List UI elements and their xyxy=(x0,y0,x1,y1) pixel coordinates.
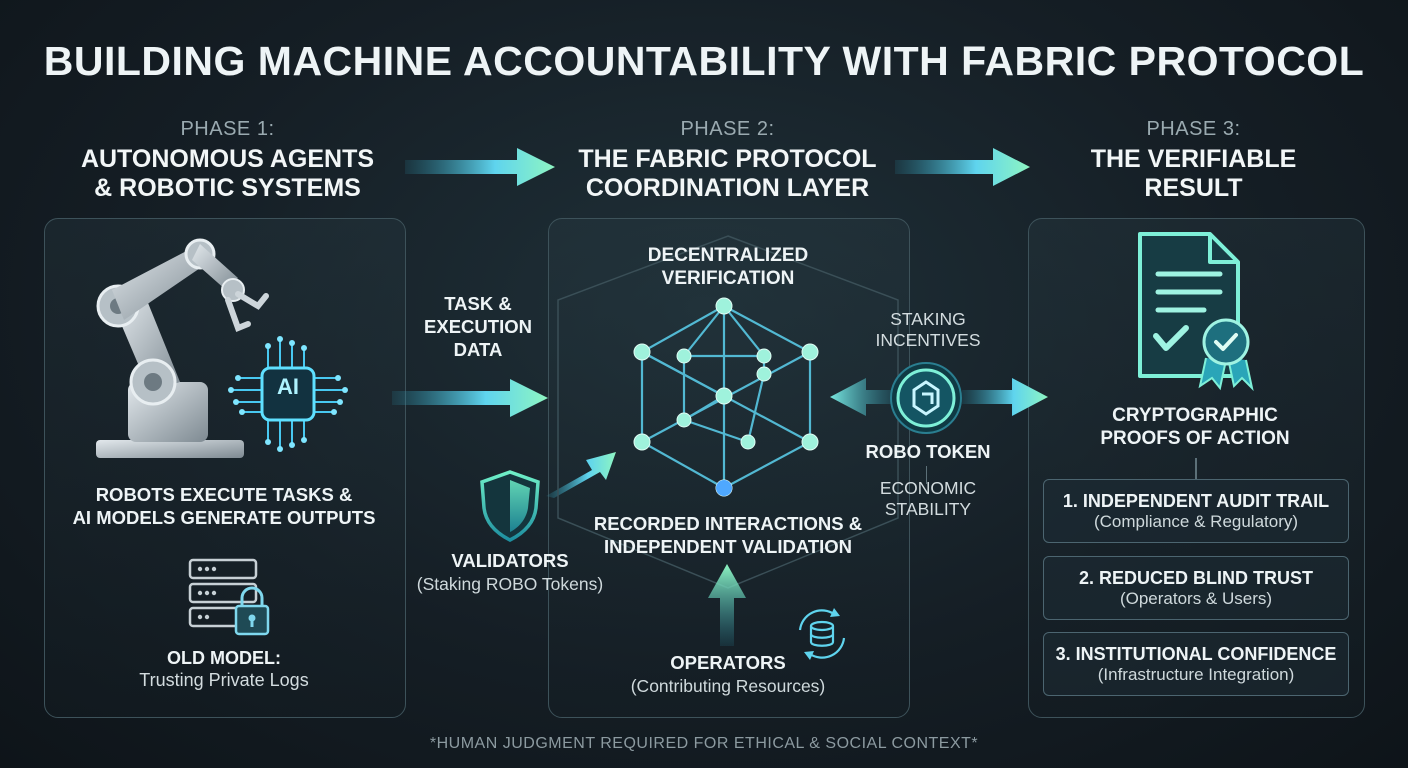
phase-1-title-line1: AUTONOMOUS AGENTS xyxy=(40,145,415,174)
page-title: BUILDING MACHINE ACCOUNTABILITY WITH FAB… xyxy=(0,38,1408,85)
old-model-text: Trusting Private Logs xyxy=(44,670,404,691)
proofs-connector-line xyxy=(1195,458,1197,480)
phase-1-header: PHASE 1: AUTONOMOUS AGENTS & ROBOTIC SYS… xyxy=(40,118,415,203)
task-data-line1: TASK & xyxy=(408,292,548,315)
verification-line1: DECENTRALIZED xyxy=(600,244,856,267)
server-lock-icon xyxy=(188,558,272,638)
economic-stability-label: ECONOMIC STABILITY xyxy=(858,478,998,520)
certificate-document-icon xyxy=(1134,230,1258,390)
recorded-interactions-label: RECORDED INTERACTIONS & INDEPENDENT VALI… xyxy=(580,512,876,558)
operators-block: OPERATORS (Contributing Resources) xyxy=(600,652,856,697)
phase-3-label: PHASE 3: xyxy=(1006,118,1381,141)
phase-1-caption-line2: AI MODELS GENERATE OUTPUTS xyxy=(44,506,404,529)
staking-line1: STAKING xyxy=(858,309,998,330)
recorded-line2: INDEPENDENT VALIDATION xyxy=(580,535,876,558)
phase-2-label: PHASE 2: xyxy=(540,118,915,141)
old-model-block: OLD MODEL: Trusting Private Logs xyxy=(44,648,404,691)
phase-2-header: PHASE 2: THE FABRIC PROTOCOL COORDINATIO… xyxy=(540,118,915,203)
task-data-line3: DATA xyxy=(408,338,548,361)
task-data-arrow xyxy=(392,376,552,420)
phase-1-caption-line1: ROBOTS EXECUTE TASKS & xyxy=(44,483,404,506)
header-arrow-2-3 xyxy=(895,145,1035,189)
network-hexagon-icon xyxy=(628,296,824,496)
cryptographic-proofs-label: CRYPTOGRAPHIC PROOFS OF ACTION xyxy=(1040,404,1350,450)
result-1-title: 1. INDEPENDENT AUDIT TRAIL xyxy=(1044,491,1348,512)
decentralized-verification-label: DECENTRALIZED VERIFICATION xyxy=(600,244,856,290)
result-card-blind-trust: 2. REDUCED BLIND TRUST (Operators & User… xyxy=(1043,556,1349,620)
staking-incentives-label: STAKING INCENTIVES xyxy=(858,309,998,351)
phase-1-title-line2: & ROBOTIC SYSTEMS xyxy=(40,174,415,203)
result-card-institutional-confidence: 3. INSTITUTIONAL CONFIDENCE (Infrastruct… xyxy=(1043,632,1349,696)
result-2-subtitle: (Operators & Users) xyxy=(1044,589,1348,609)
task-data-label: TASK & EXECUTION DATA xyxy=(408,292,548,361)
footnote: *HUMAN JUDGMENT REQUIRED FOR ETHICAL & S… xyxy=(0,735,1408,753)
phase-3-title-line2: RESULT xyxy=(1006,174,1381,203)
phase-3-title-line1: THE VERIFIABLE xyxy=(1006,145,1381,174)
phase-2-title-line2: COORDINATION LAYER xyxy=(540,174,915,203)
proofs-line2: PROOFS OF ACTION xyxy=(1040,427,1350,450)
result-1-subtitle: (Compliance & Regulatory) xyxy=(1044,512,1348,532)
recorded-line1: RECORDED INTERACTIONS & xyxy=(580,512,876,535)
operators-title: OPERATORS xyxy=(600,652,856,674)
header-arrow-1-2 xyxy=(405,145,560,189)
operators-arrow xyxy=(704,562,750,646)
proofs-line1: CRYPTOGRAPHIC xyxy=(1040,404,1350,427)
shield-icon xyxy=(478,470,542,542)
phase-1-caption: ROBOTS EXECUTE TASKS & AI MODELS GENERAT… xyxy=(44,483,404,529)
robo-token-icon[interactable] xyxy=(888,360,964,436)
phase-2-title-line1: THE FABRIC PROTOCOL xyxy=(540,145,915,174)
operators-subtitle: (Contributing Resources) xyxy=(600,676,856,697)
token-arrow-right xyxy=(962,374,1052,420)
phase-1-label: PHASE 1: xyxy=(40,118,415,141)
verification-line2: VERIFICATION xyxy=(600,267,856,290)
robo-token-label: ROBO TOKEN xyxy=(848,441,1008,463)
staking-line2: INCENTIVES xyxy=(858,330,998,351)
economic-line1: ECONOMIC xyxy=(858,478,998,499)
result-3-title: 3. INSTITUTIONAL CONFIDENCE xyxy=(1044,644,1348,665)
result-card-audit-trail: 1. INDEPENDENT AUDIT TRAIL (Compliance &… xyxy=(1043,479,1349,543)
result-2-title: 2. REDUCED BLIND TRUST xyxy=(1044,568,1348,589)
result-3-subtitle: (Infrastructure Integration) xyxy=(1044,665,1348,685)
ai-chip-label: AI xyxy=(262,374,314,400)
token-arrow-left xyxy=(828,374,896,420)
old-model-title: OLD MODEL: xyxy=(44,648,404,669)
phase-3-header: PHASE 3: THE VERIFIABLE RESULT xyxy=(1006,118,1381,203)
task-data-line2: EXECUTION xyxy=(408,315,548,338)
economic-line2: STABILITY xyxy=(858,499,998,520)
